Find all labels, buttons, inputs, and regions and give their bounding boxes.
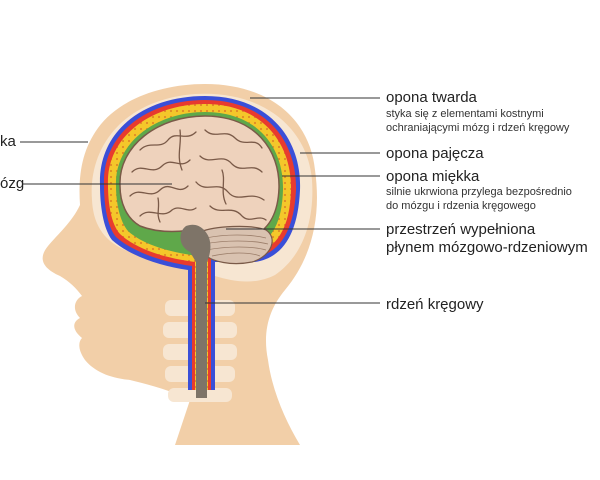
label-arachnoid: opona pajęcza [386,145,484,162]
label-dura-desc-2: ochraniającymi mózg i rdzeń kręgowy [386,122,570,134]
label-left-top: ka [0,133,16,150]
label-dura: opona twarda [386,89,477,106]
label-pia-desc-2: do mózgu i rdzenia kręgowego [386,200,536,212]
label-dura-desc-1: styka się z elementami kostnymi [386,108,544,120]
label-left-mid: ózg [0,175,25,192]
label-pia: opona miękka [386,168,480,185]
leader-lines [20,97,380,304]
label-spinal-cord: rdzeń kręgowy [386,296,484,313]
label-pia-desc-1: silnie ukrwiona przylega bezpośrednio [386,186,572,198]
brain-folds [129,129,267,223]
label-csf-1: przestrzeń wypełniona [386,221,536,238]
brainstem-spinal-cord [180,224,211,398]
label-csf-2: płynem mózgowo-rdzeniowym [386,239,588,256]
